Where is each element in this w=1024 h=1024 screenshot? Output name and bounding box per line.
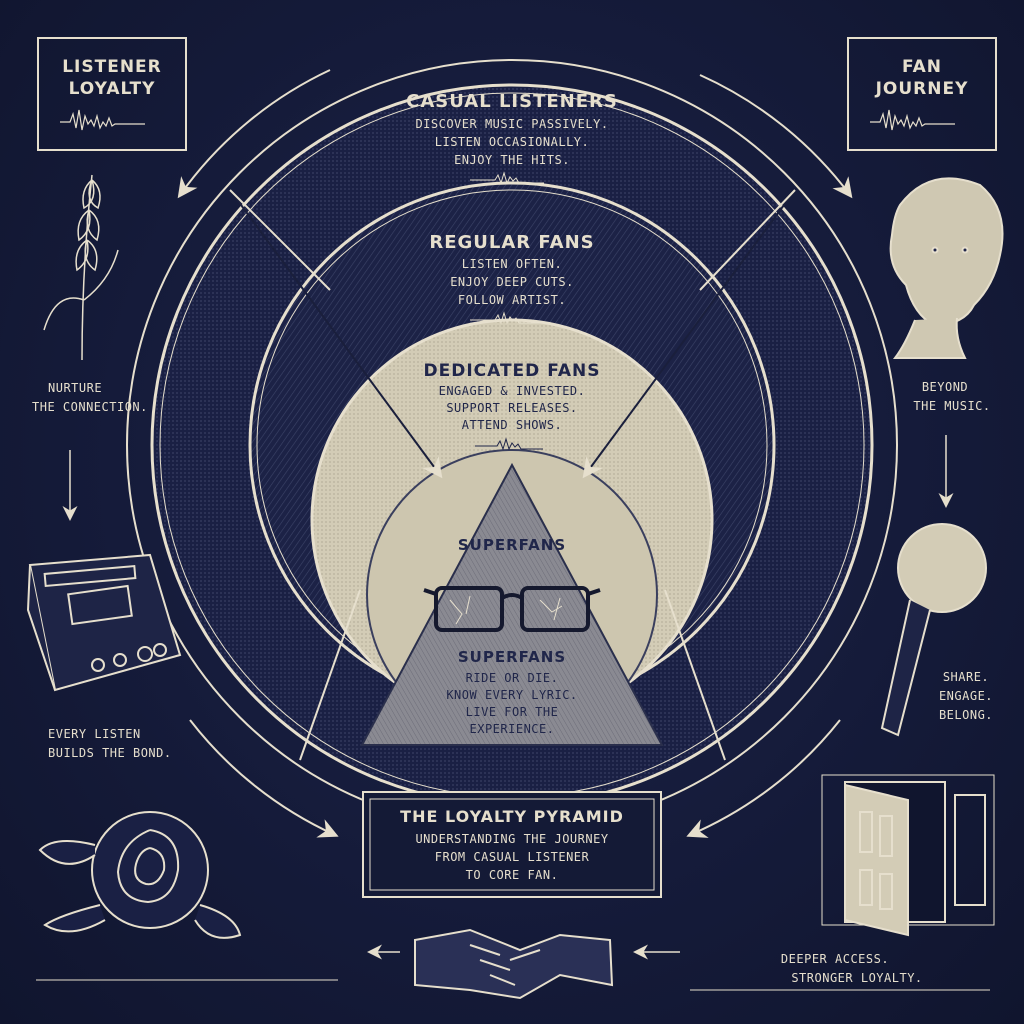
handshake-icon bbox=[414, 928, 614, 1000]
fan-journey-line1: FAN bbox=[902, 57, 942, 77]
note-deeper-line2: STRONGER LOYALTY. bbox=[791, 971, 922, 985]
tier-regular-title: REGULAR FANS bbox=[429, 232, 594, 253]
tier-regular-line: FOLLOW ARTIST. bbox=[458, 293, 566, 307]
tier-casual-title: CASUAL LISTENERS bbox=[406, 91, 618, 112]
tier-regular-line: ENJOY DEEP CUTS. bbox=[450, 275, 574, 289]
tier-dedicated-line: SUPPORT RELEASES. bbox=[446, 401, 577, 415]
note-beyond-line1: BEYOND bbox=[922, 380, 968, 394]
tier-dedicated-text: DEDICATED FANS ENGAGED & INVESTED. SUPPO… bbox=[423, 361, 600, 451]
tier-superfans-line: KNOW EVERY LYRIC. bbox=[446, 688, 577, 702]
wheat-icon bbox=[43, 174, 119, 361]
tier-regular-line: LISTEN OFTEN. bbox=[462, 257, 562, 271]
inward-arrows bbox=[229, 189, 796, 761]
tier-regular-text: REGULAR FANS LISTEN OFTEN. ENJOY DEEP CU… bbox=[429, 232, 594, 325]
banner-line: TO CORE FAN. bbox=[466, 868, 559, 882]
tier-superfans-line: EXPERIENCE. bbox=[470, 722, 555, 736]
listener-loyalty-line2: LOYALTY bbox=[69, 79, 156, 99]
waveform-icon bbox=[470, 311, 544, 325]
tier-casual-line: LISTEN OCCASIONALLY. bbox=[435, 135, 590, 149]
fan-journey-line2: JOURNEY bbox=[875, 79, 969, 99]
note-nurture-line2: THE CONNECTION. bbox=[32, 400, 148, 414]
tier-superfans-line: LIVE FOR THE bbox=[466, 705, 559, 719]
note-nurture-line1: NURTURE bbox=[48, 381, 102, 395]
note-every-listen-line2: BUILDS THE BOND. bbox=[48, 746, 172, 760]
tier-casual-text: CASUAL LISTENERS DISCOVER MUSIC PASSIVEL… bbox=[406, 91, 618, 185]
note-deeper-line1: DEEPER ACCESS. bbox=[781, 952, 889, 966]
waveform-icon bbox=[870, 109, 955, 131]
banner-line: FROM CASUAL LISTENER bbox=[435, 850, 590, 864]
banner-title: THE LOYALTY PYRAMID bbox=[400, 807, 624, 826]
waveform-icon bbox=[475, 437, 543, 451]
tier-casual-line: ENJOY THE HITS. bbox=[454, 153, 570, 167]
waveform-icon bbox=[470, 171, 544, 185]
waveform-icon bbox=[60, 109, 145, 131]
note-share-line2: ENGAGE. bbox=[939, 689, 993, 703]
note-every-listen-line1: EVERY LISTEN bbox=[48, 727, 141, 741]
corner-box-fan-journey: FAN JOURNEY bbox=[847, 37, 997, 151]
note-share-line1: SHARE. bbox=[943, 670, 989, 684]
note-share-line3: BELONG. bbox=[939, 708, 993, 722]
rose-icon bbox=[38, 811, 242, 939]
note-beyond-line2: THE MUSIC. bbox=[913, 399, 990, 413]
tier-casual-line: DISCOVER MUSIC PASSIVELY. bbox=[415, 117, 608, 131]
tier-dedicated-line: ENGAGED & INVESTED. bbox=[439, 384, 586, 398]
banner-line: UNDERSTANDING THE JOURNEY bbox=[415, 832, 608, 846]
listener-loyalty-line1: LISTENER bbox=[62, 57, 162, 77]
tier-superfans-title: SUPERFANS bbox=[458, 648, 566, 666]
cassette-player-icon bbox=[26, 553, 182, 692]
banner-loyalty-pyramid: THE LOYALTY PYRAMID UNDERSTANDING THE JO… bbox=[362, 791, 662, 898]
tier-dedicated-title: DEDICATED FANS bbox=[423, 361, 600, 381]
glasses-icon bbox=[423, 586, 601, 632]
corner-box-listener-loyalty: LISTENER LOYALTY bbox=[37, 37, 187, 151]
tier-dedicated-line: ATTEND SHOWS. bbox=[462, 418, 562, 432]
door-icon bbox=[821, 774, 995, 937]
tier-superfans-text: SUPERFANS SUPERFANS RIDE OR DIE. KNOW EV… bbox=[423, 536, 601, 736]
bust-icon bbox=[889, 177, 1004, 359]
microphone-icon bbox=[880, 523, 987, 737]
pyramid-top-label: SUPERFANS bbox=[458, 536, 566, 554]
tier-superfans-line: RIDE OR DIE. bbox=[466, 671, 559, 685]
